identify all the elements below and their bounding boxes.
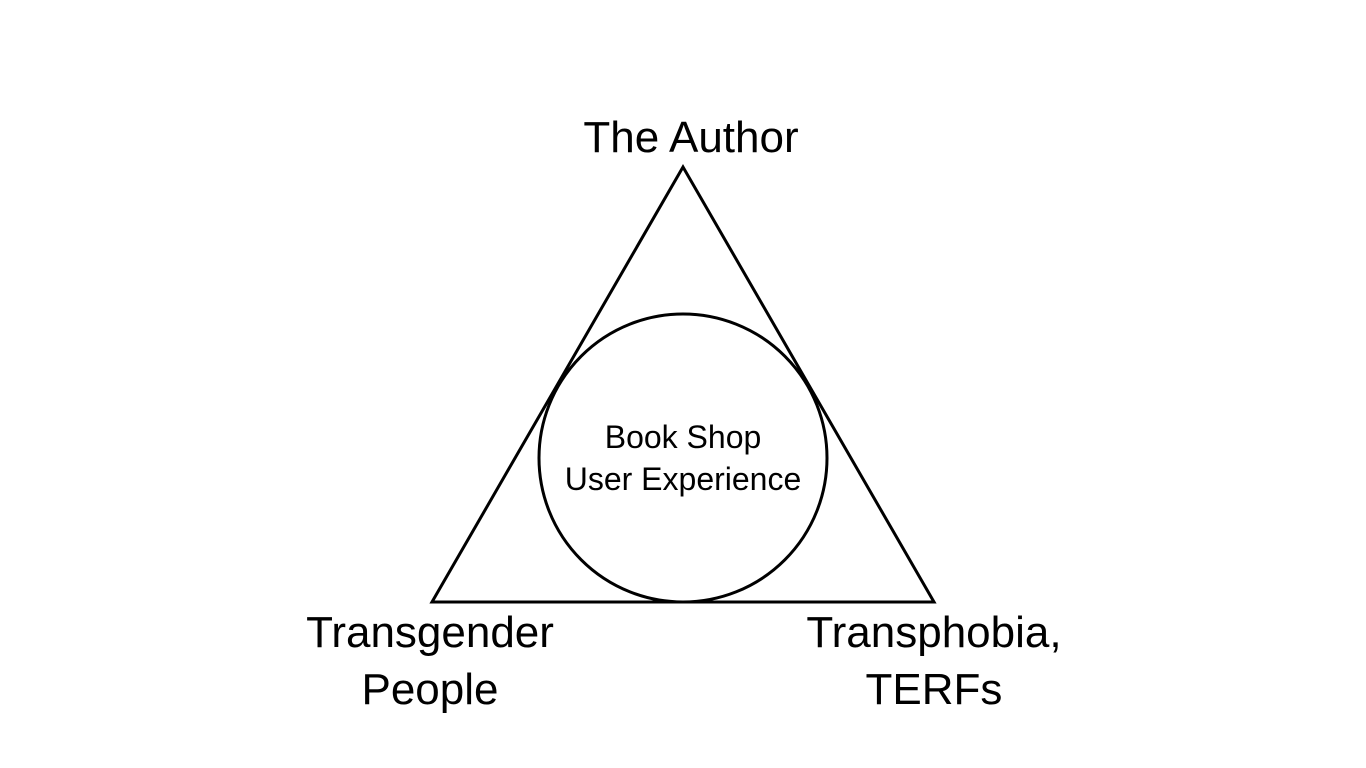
vertex-label-bottom-right-line1: Transphobia,	[806, 608, 1062, 657]
vertex-label-top: The Author	[533, 116, 849, 160]
center-circle	[537, 312, 829, 604]
vertex-label-bottom-right-line2: TERFs	[865, 665, 1003, 714]
vertex-label-bottom-right: Transphobia, TERFs	[754, 611, 1114, 712]
center-circle-label: Book Shop User Experience	[533, 421, 833, 495]
center-circle-label-line2: User Experience	[564, 461, 802, 497]
vertex-label-bottom-left: Transgender People	[250, 611, 610, 712]
vertex-label-bottom-left-line2: People	[361, 665, 499, 714]
vertex-label-bottom-left-line1: Transgender	[306, 608, 554, 657]
center-circle-label-line1: Book Shop	[604, 419, 762, 455]
vertex-label-top-text: The Author	[583, 113, 799, 162]
